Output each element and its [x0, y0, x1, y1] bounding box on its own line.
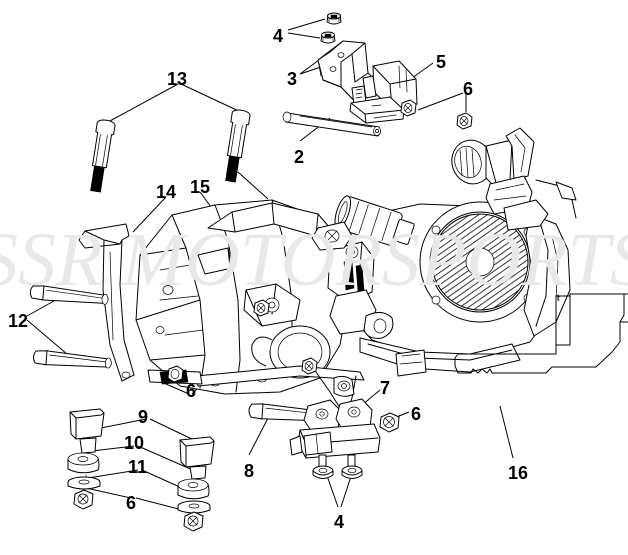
- callout-15: 15: [190, 177, 211, 197]
- callout-6-mid: 6: [186, 381, 197, 401]
- part-1-engine-assembly: [135, 127, 577, 411]
- callout-10: 10: [124, 433, 145, 453]
- callout-14: 14: [156, 182, 177, 202]
- callout-6-top: 6: [463, 79, 474, 99]
- part-stack-right: [177, 436, 215, 532]
- callout-2: 2: [294, 147, 305, 167]
- part-5-cdi-unit: [349, 60, 418, 124]
- callout-7: 7: [380, 378, 391, 398]
- part-6-nuts-top: [400, 99, 473, 130]
- callout-11: 11: [128, 457, 148, 477]
- callout-9: 9: [138, 407, 149, 427]
- callout-13: 13: [167, 69, 188, 89]
- callout-16: 16: [508, 463, 529, 483]
- part-2-upper-bolt: [282, 111, 381, 137]
- part-12-long-bolts: [29, 285, 112, 369]
- callout-6-rear: 6: [411, 404, 422, 424]
- callout-5: 5: [436, 52, 447, 72]
- part-7-rear-bracket: [289, 398, 400, 479]
- callout-12: 12: [8, 311, 29, 331]
- callout-4-top: 4: [273, 26, 284, 46]
- part-14-left-plate: [78, 223, 135, 382]
- callout-8: 8: [244, 461, 255, 481]
- callout-1: 1: [228, 157, 239, 177]
- part-13-stud-bolts: [90, 109, 251, 193]
- callout-4-bottom: 4: [334, 512, 345, 532]
- callout-6-bottom-left: 6: [126, 493, 137, 513]
- part-stack-left: [67, 408, 105, 510]
- part-4-grommets-top: [320, 12, 342, 44]
- callout-3: 3: [287, 69, 298, 89]
- part-16-guard-outline: [454, 293, 628, 374]
